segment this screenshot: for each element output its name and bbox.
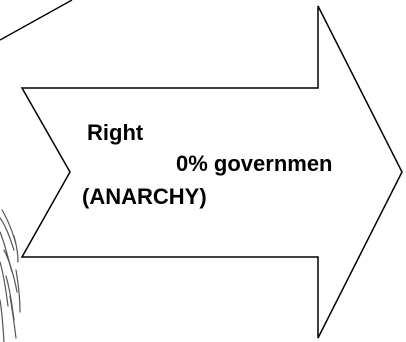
right-arrow-shape [20, 5, 403, 339]
speech-bubble-edge [0, 0, 73, 41]
arrow-type-label: (ANARCHY) [82, 184, 207, 209]
arrow-percent-label: 0% governmen [176, 151, 333, 176]
sketch-figure-fragment [0, 209, 21, 342]
arrow-direction-label: Right [87, 120, 144, 145]
